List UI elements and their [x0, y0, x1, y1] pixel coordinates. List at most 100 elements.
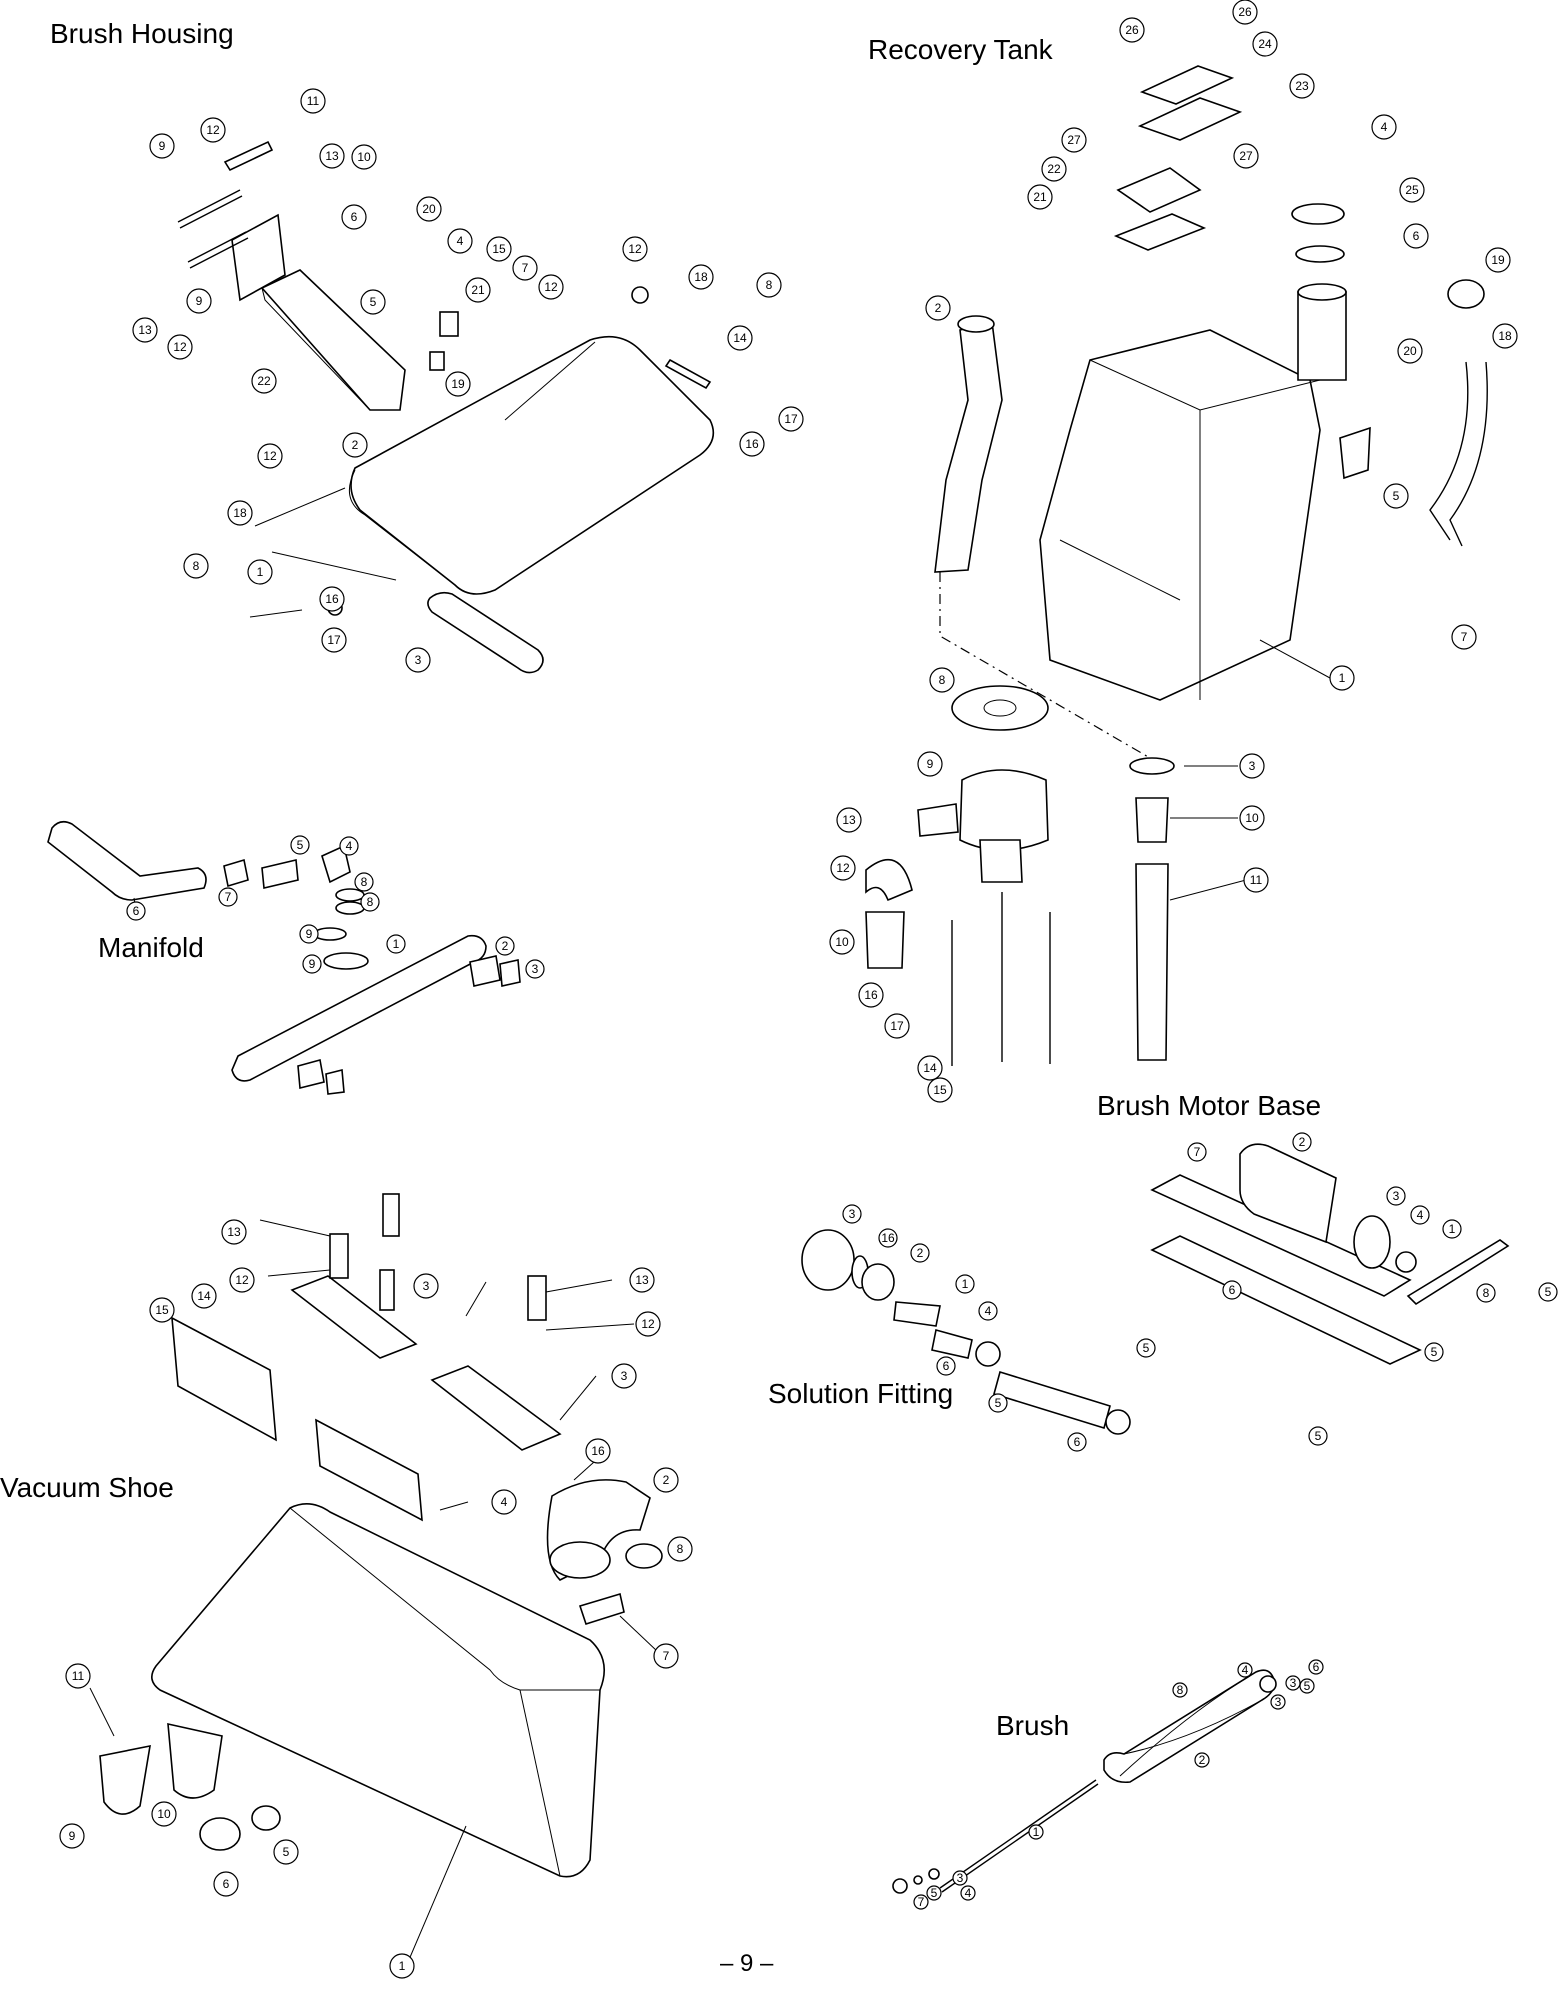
callout: 2 — [653, 1467, 679, 1493]
svg-text:3: 3 — [1290, 1676, 1297, 1690]
callout: 8 — [1172, 1682, 1188, 1698]
svg-text:6: 6 — [1413, 229, 1420, 243]
svg-text:5: 5 — [1143, 1341, 1150, 1355]
svg-text:16: 16 — [745, 437, 759, 451]
callout: 5 — [1383, 483, 1409, 509]
callout: 1 — [247, 559, 273, 585]
svg-text:21: 21 — [1033, 190, 1047, 204]
svg-text:4: 4 — [1417, 1208, 1424, 1222]
svg-text:22: 22 — [257, 374, 271, 388]
svg-text:6: 6 — [1313, 1660, 1320, 1674]
callout: 6 — [126, 901, 146, 921]
callout: 19 — [445, 371, 471, 397]
callout: 11 — [300, 88, 326, 114]
callout: 2 — [1194, 1752, 1210, 1768]
callout: 2 — [1292, 1132, 1312, 1152]
callout: 16 — [585, 1438, 611, 1464]
recovery-tank-drawing — [865, 65, 1488, 1066]
callout: 14 — [191, 1283, 217, 1309]
svg-text:5: 5 — [1393, 489, 1400, 503]
svg-text:18: 18 — [1498, 329, 1512, 343]
manifold-callouts: 5 4 6 7 8 8 9 9 1 2 3 — [126, 835, 545, 979]
callout: 1 — [1329, 665, 1355, 691]
callout: 2 — [342, 432, 368, 458]
svg-text:12: 12 — [173, 340, 187, 354]
callout: 19 — [1485, 247, 1511, 273]
callout: 15 — [149, 1297, 175, 1323]
callout: 16 — [739, 431, 765, 457]
callout: 10 — [151, 1801, 177, 1827]
callout: 18 — [1492, 323, 1518, 349]
svg-text:4: 4 — [457, 234, 464, 248]
svg-text:3: 3 — [849, 1207, 856, 1221]
svg-text:17: 17 — [890, 1019, 904, 1033]
svg-text:5: 5 — [1545, 1285, 1552, 1299]
svg-text:6: 6 — [351, 210, 358, 224]
svg-text:1: 1 — [257, 565, 264, 579]
svg-text:2: 2 — [663, 1473, 670, 1487]
callout: 5 — [926, 1885, 942, 1901]
callout: 10 — [1239, 805, 1265, 831]
svg-text:7: 7 — [1461, 630, 1468, 644]
callout: 8 — [183, 553, 209, 579]
svg-text:25: 25 — [1405, 183, 1419, 197]
svg-text:5: 5 — [995, 1396, 1002, 1410]
svg-text:5: 5 — [1315, 1429, 1322, 1443]
callout: 3 — [952, 1870, 968, 1886]
svg-text:3: 3 — [957, 1871, 964, 1885]
callout: 3 — [405, 647, 431, 673]
callout: 4 — [960, 1885, 976, 1901]
svg-text:1: 1 — [399, 1959, 406, 1973]
svg-text:17: 17 — [784, 412, 798, 426]
callout: 7 — [913, 1894, 929, 1910]
brush-drawing — [892, 1669, 1277, 1894]
callout: 9 — [302, 954, 322, 974]
svg-text:5: 5 — [297, 838, 304, 852]
callout: 6 — [1222, 1280, 1242, 1300]
svg-text:20: 20 — [1403, 344, 1417, 358]
svg-text:5: 5 — [370, 295, 377, 309]
svg-text:11: 11 — [72, 1669, 85, 1683]
svg-text:3: 3 — [415, 653, 422, 667]
callout: 8 — [360, 892, 380, 912]
callout: 3 — [1239, 753, 1265, 779]
callout: 8 — [756, 272, 782, 298]
solution-fitting-callouts: 3 16 2 1 4 6 5 6 — [842, 1204, 1087, 1452]
callout: 1 — [386, 934, 406, 954]
vacuum-shoe-callouts: 13 12 14 15 3 13 12 3 16 4 2 8 7 11 10 9… — [59, 1219, 693, 1979]
svg-text:10: 10 — [835, 935, 849, 949]
callout: 16 — [319, 586, 345, 612]
solution-fitting-drawing — [801, 1229, 1131, 1435]
callout: 1 — [1028, 1824, 1044, 1840]
svg-text:4: 4 — [965, 1886, 972, 1900]
svg-text:7: 7 — [522, 261, 529, 275]
callout: 4 — [447, 228, 473, 254]
svg-text:22: 22 — [1047, 162, 1061, 176]
callout: 16 — [878, 1228, 898, 1248]
callout: 12 — [167, 334, 193, 360]
brush-title: Brush — [996, 1710, 1070, 1741]
callout: 4 — [339, 836, 359, 856]
svg-text:5: 5 — [283, 1845, 290, 1859]
callout: 11 — [1243, 867, 1269, 893]
svg-text:27: 27 — [1067, 133, 1081, 147]
svg-text:23: 23 — [1295, 79, 1309, 93]
callout: 3 — [1386, 1186, 1406, 1206]
svg-text:6: 6 — [223, 1877, 230, 1891]
callout: 3 — [525, 959, 545, 979]
svg-text:1: 1 — [393, 937, 400, 951]
svg-text:8: 8 — [766, 278, 773, 292]
brush-motor-base-title: Brush Motor Base — [1097, 1090, 1322, 1121]
svg-text:5: 5 — [1431, 1345, 1438, 1359]
callout: 5 — [273, 1839, 299, 1865]
callout: 6 — [341, 204, 367, 230]
svg-text:26: 26 — [1125, 23, 1139, 37]
callout: 3 — [1285, 1675, 1301, 1691]
svg-text:14: 14 — [197, 1289, 211, 1303]
svg-text:19: 19 — [451, 377, 465, 391]
svg-text:9: 9 — [927, 757, 934, 771]
svg-text:19: 19 — [1491, 253, 1505, 267]
callout: 3 — [1270, 1694, 1286, 1710]
svg-text:14: 14 — [733, 331, 747, 345]
